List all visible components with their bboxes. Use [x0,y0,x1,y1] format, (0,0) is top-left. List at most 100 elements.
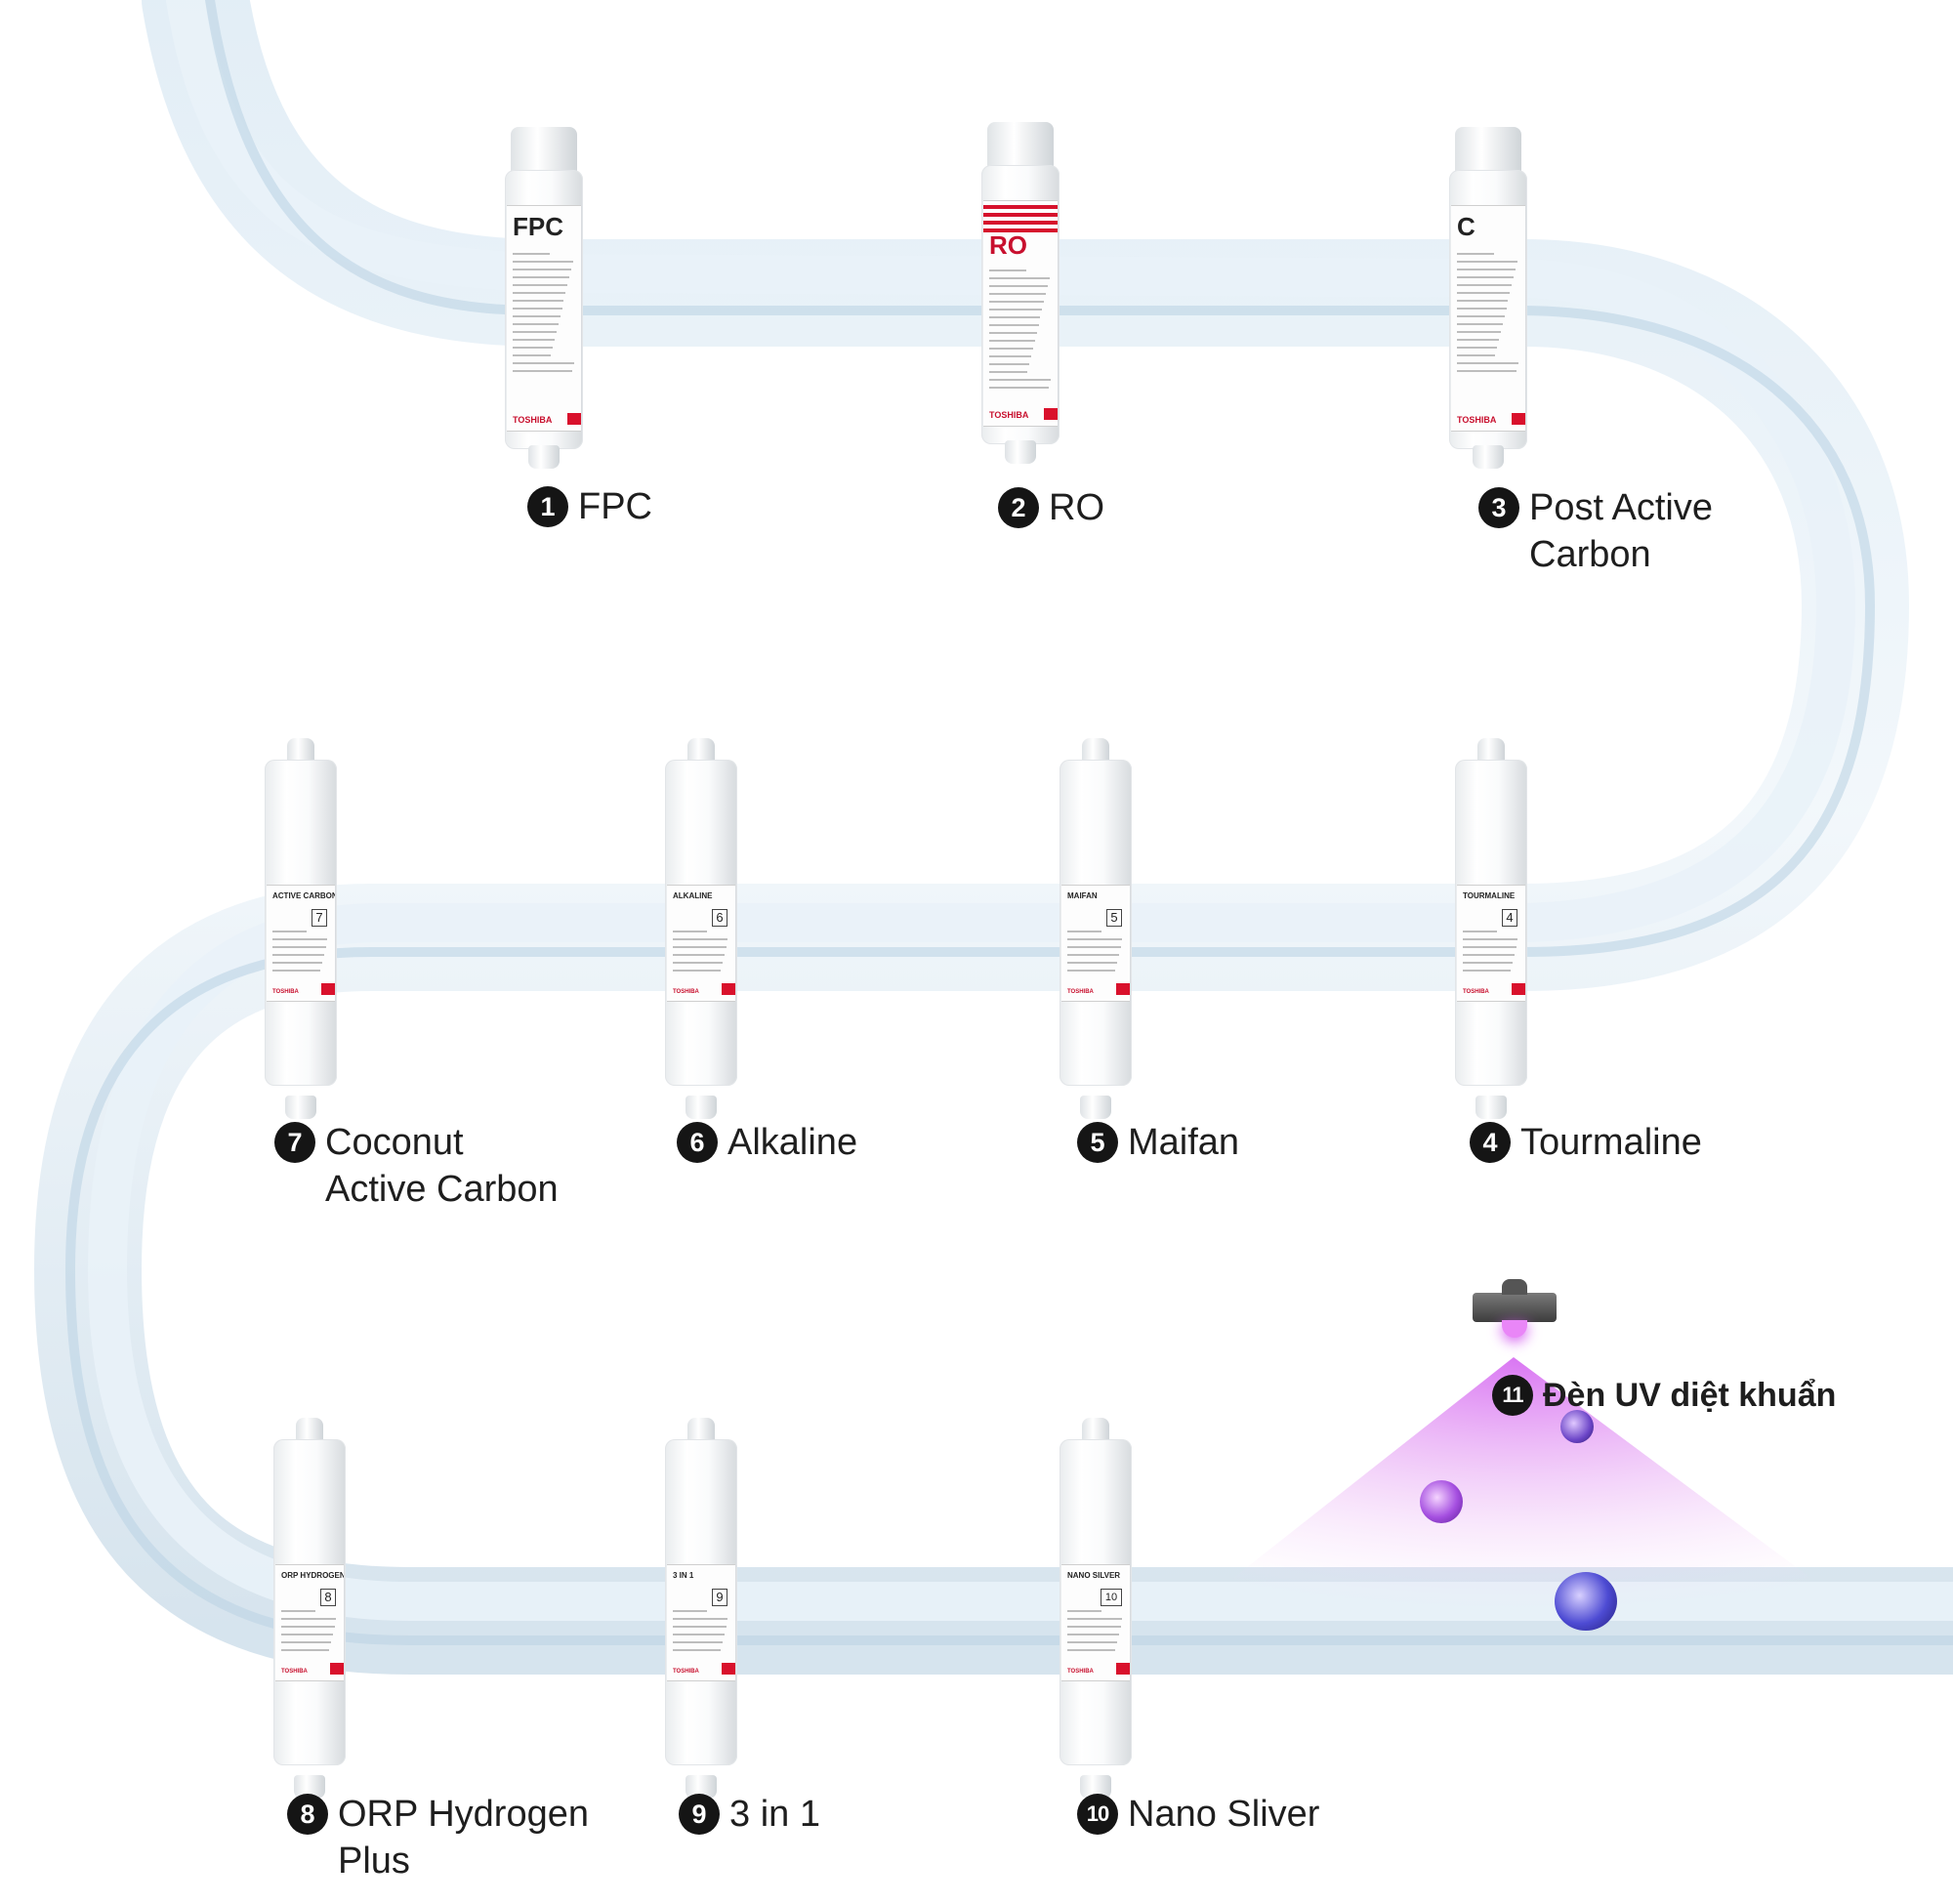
cartridge-fine-print [281,1610,338,1657]
cartridge-outlet [528,445,560,469]
cartridge-cap [1082,1418,1109,1443]
step-badge-7: 7 [274,1122,315,1163]
filter-name-line: Nano Sliver [1128,1794,1320,1835]
cartridge-stage-number: 6 [712,909,727,927]
red-accent-tab [330,1663,344,1675]
brand-logo: TOSHIBA [673,989,699,995]
cartridge-fine-print [1067,931,1124,977]
cartridge-fine-print [1457,253,1519,378]
brand-logo: TOSHIBA [272,989,299,995]
brand-logo: TOSHIBA [1067,989,1094,995]
cartridge-outlet [686,1096,717,1119]
cartridge-fine-print [1067,1610,1124,1657]
cartridge-title: RO [989,230,1027,260]
cartridge-stage-number: 8 [320,1589,336,1606]
brand-logo: TOSHIBA [1067,1669,1094,1675]
filter-name-line: Tourmaline [1520,1122,1702,1163]
filter-name-line: Carbon [1529,534,1651,575]
cartridge-fine-print [989,269,1052,394]
filter-name-line: Post Active [1529,487,1713,528]
uv-caption: 11 Đèn UV diệt khuẩn [1492,1372,1836,1419]
cartridge-fine-print [1463,931,1519,977]
cartridge-outlet [285,1096,316,1119]
cartridge-title: ALKALINE [673,891,713,900]
cartridge-cap [287,738,314,764]
cartridge-cap [296,1418,323,1443]
filter-name-line: RO [1049,487,1104,528]
filter-name-line: Maifan [1128,1122,1240,1163]
bacteria-icon-3 [1555,1572,1617,1631]
brand-logo: TOSHIBA [1457,415,1497,425]
brand-logo: TOSHIBA [1463,989,1489,995]
cartridge-title: MAIFAN [1067,891,1098,900]
bacteria-icon-2 [1420,1480,1463,1523]
cartridge-stage-number: 7 [312,909,327,927]
step-badge-3: 3 [1478,487,1519,528]
filter-name-line: Active Carbon [325,1169,559,1210]
cartridge-cap [687,738,715,764]
cartridge-label: ORP HYDROGEN PLUS8TOSHIBA [275,1564,344,1681]
cartridge-fine-print [673,1610,729,1657]
uv-lamp-icon [1473,1279,1557,1340]
cartridge-cap [1455,127,1521,176]
cartridge-title: FPC [513,212,563,241]
cartridge-fine-print [673,931,729,977]
cartridge-cap [987,122,1054,171]
step-badge-11: 11 [1492,1375,1533,1416]
red-accent-tab [1512,983,1525,995]
uv-light-cone [1191,1357,1855,1611]
brand-logo: TOSHIBA [513,415,553,425]
cartridge-outlet [1080,1096,1111,1119]
filter-name-line: 3 in 1 [729,1794,820,1835]
filter-name-line: Coconut [325,1122,464,1163]
cartridge-label: FPC TOSHIBA [507,205,581,432]
cartridge-stage-number: 10 [1101,1589,1122,1606]
flag-stripes [983,205,1058,232]
bacteria-icon-1 [1560,1410,1594,1443]
cartridge-fine-print [272,931,329,977]
filter-cartridge-orp-hydrogen: ORP HYDROGEN PLUS8TOSHIBA [273,1418,346,1799]
cartridge-stage-number: 4 [1502,909,1517,927]
cartridge-outlet [1475,1096,1507,1119]
cartridge-title: 3 IN 1 [673,1571,694,1580]
red-accent-tab [321,983,335,995]
filter-name-line: ORP Hydrogen [338,1794,589,1835]
brand-logo: TOSHIBA [673,1669,699,1675]
filter-cartridge-fpc: FPC TOSHIBA [505,127,583,469]
cartridge-cap [1082,738,1109,764]
cartridge-title: ACTIVE CARBON [272,891,335,900]
step-badge-6: 6 [677,1122,718,1163]
step-badge-4: 4 [1470,1122,1511,1163]
step-badge-2: 2 [998,487,1039,528]
red-accent-tab [722,1663,735,1675]
step-badge-1: 1 [527,486,568,527]
cartridge-cap [687,1418,715,1443]
filter-name-line: FPC [578,486,652,527]
cartridge-stage-number: 5 [1106,909,1122,927]
red-accent-tab [1044,408,1058,420]
red-accent-tab [722,983,735,995]
